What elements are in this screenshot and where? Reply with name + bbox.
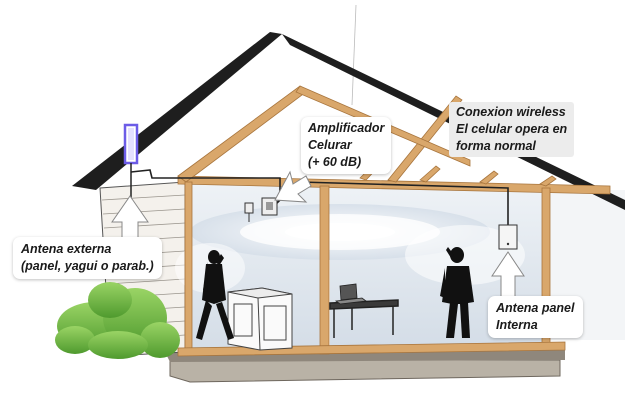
amp-to-indoor-cable (299, 181, 509, 225)
wireless-label-line-1: Conexion wireless (456, 105, 566, 119)
antenna-cable (130, 169, 281, 209)
laptop-icon (334, 283, 368, 305)
washer-dryer (227, 287, 293, 351)
external-antenna-label-line-1: Antena externa (21, 242, 112, 256)
person-left-silhouette (196, 250, 234, 340)
foundation (169, 359, 561, 383)
indoor-panel-antenna-icon (498, 224, 518, 250)
amplifier-box-icon (244, 197, 278, 222)
amplifier-label-line-3: (+ 60 dB) (308, 155, 362, 169)
wireless-label-line-2: El celular opera en (456, 122, 568, 136)
person-right-silhouette (440, 247, 474, 338)
shrub (55, 282, 180, 359)
amplifier-callout: Amplificador Celurar (+ 60 dB) (301, 117, 392, 174)
panel-antenna-icon (123, 123, 139, 200)
amplifier-label-line-2: Celurar (308, 138, 352, 152)
internal-antenna-label-line-1: Antena panel (496, 301, 575, 315)
wood-framing (177, 85, 611, 357)
signal-waves (175, 204, 525, 293)
internal-antenna-label-line-2: Interna (496, 318, 538, 332)
amplifier-label-line-1: Amplificador (308, 121, 385, 135)
wireless-callout: Conexion wireless El celular opera en fo… (449, 102, 575, 157)
internal-antenna-callout: Antena panel Interna (488, 296, 583, 338)
external-antenna-callout: Antena externa (panel, yagui o parab.) (13, 237, 162, 279)
arrow-amplifier (274, 170, 312, 203)
wireless-label-line-3: forma normal (456, 139, 536, 153)
external-antenna-label-line-2: (panel, yagui o parab.) (21, 259, 154, 273)
background-mast-line (351, 4, 357, 106)
